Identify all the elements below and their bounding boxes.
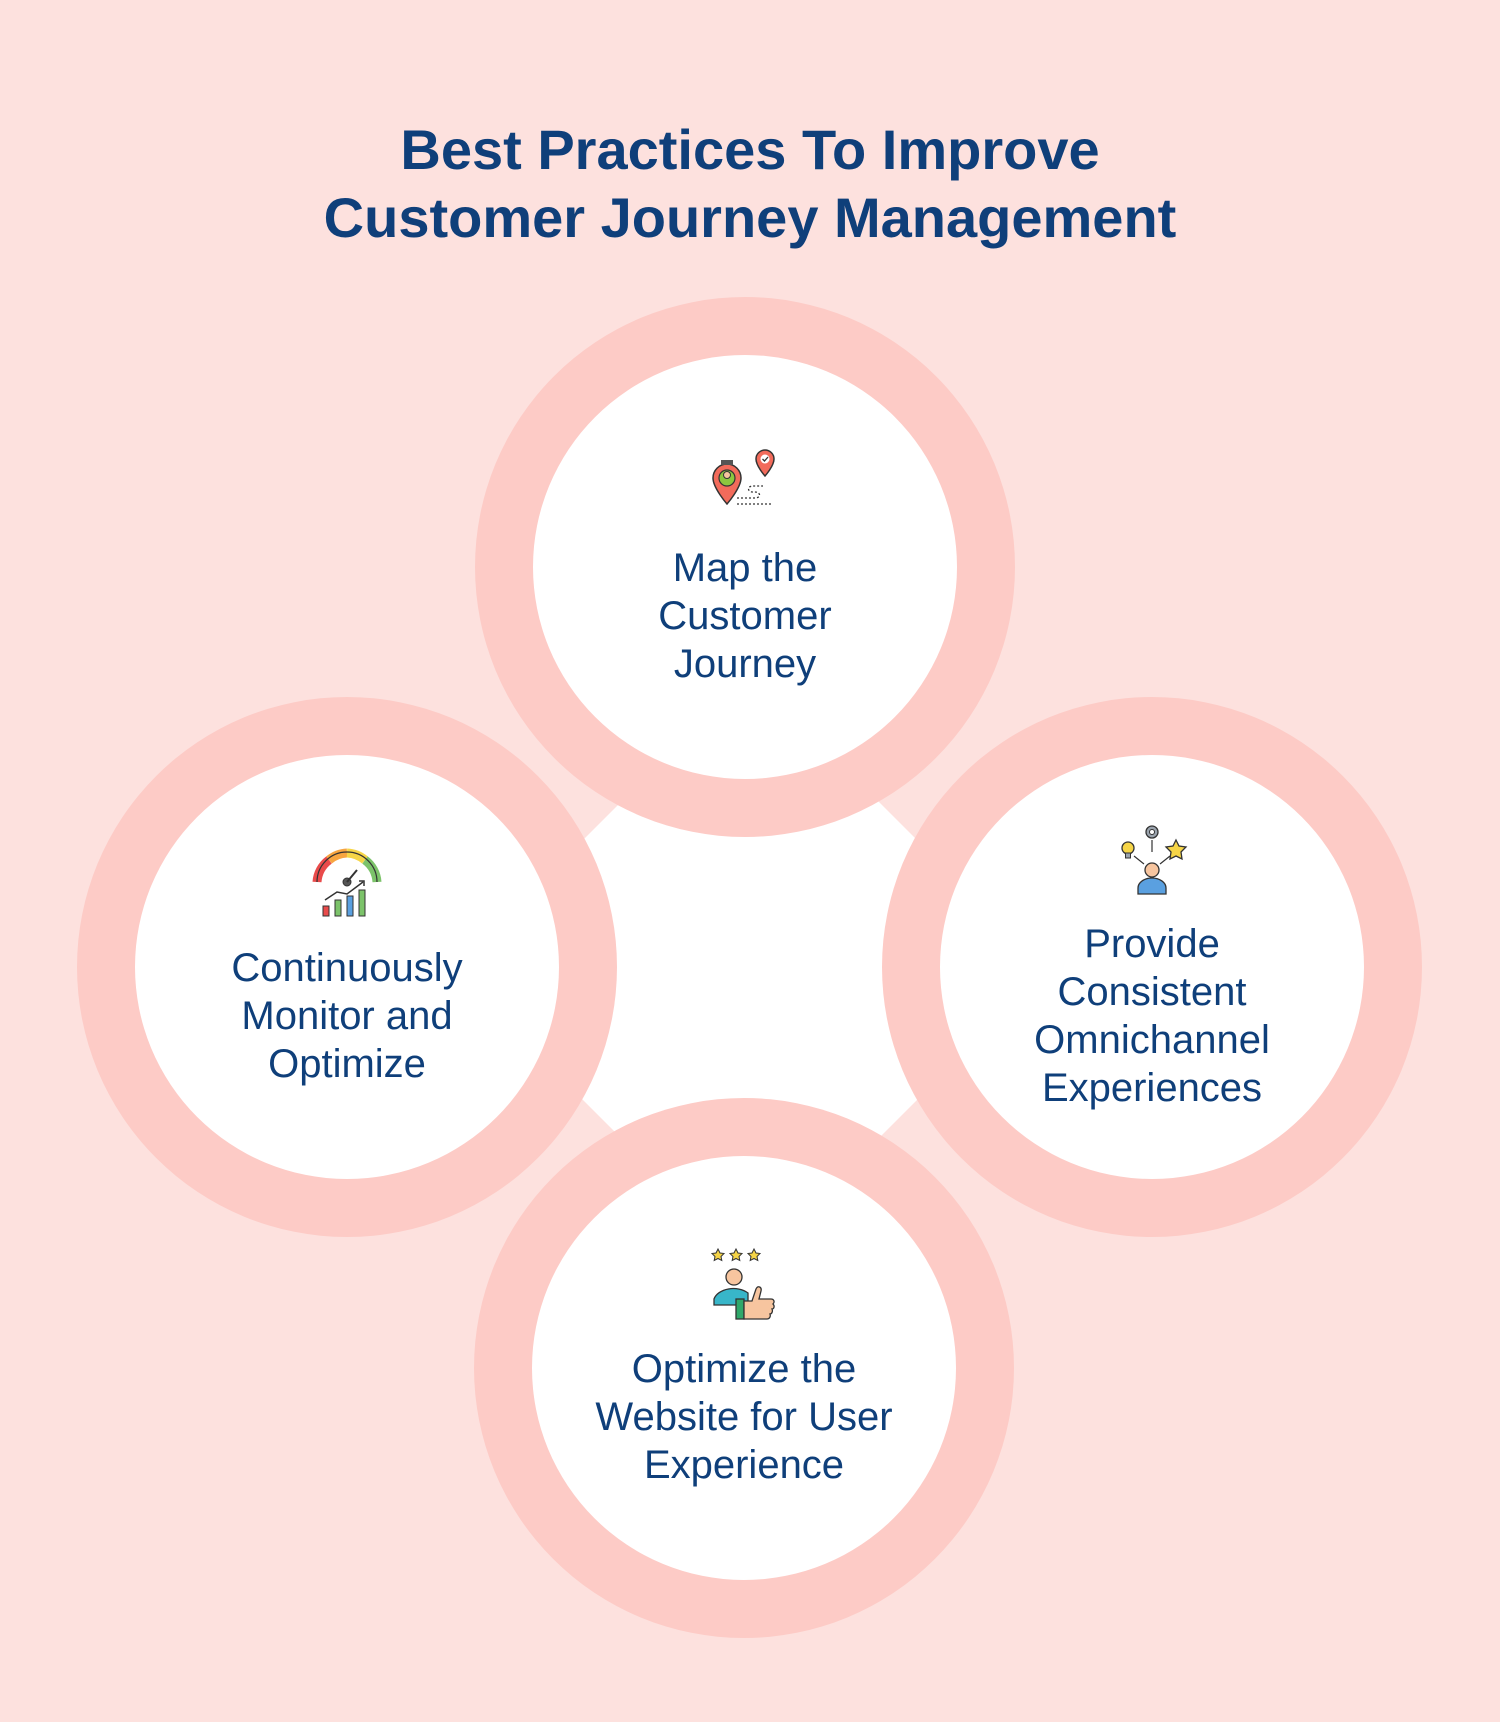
step-monitor-optimize: Continuously Monitor and Optimize: [77, 697, 617, 1237]
step-label-line: Optimize: [268, 1042, 426, 1086]
step-website-user-experience: Optimize the Website for User Experience: [474, 1098, 1014, 1638]
step-omnichannel-experiences: Provide Consistent Omnichannel Experienc…: [882, 697, 1422, 1237]
step-label: Optimize the Website for User Experience: [564, 1345, 924, 1489]
title-line-2: Customer Journey Management: [323, 185, 1177, 249]
map-pin-journey-icon: [707, 446, 783, 522]
step-label: Provide Consistent Omnichannel Experienc…: [972, 920, 1332, 1112]
step-label-line: Website for User: [595, 1395, 893, 1439]
step-circle: Optimize the Website for User Experience: [532, 1156, 956, 1580]
step-label-line: Consistent: [1057, 970, 1247, 1014]
step-label-line: Journey: [673, 642, 817, 686]
title-line-1: Best Practices To Improve: [400, 117, 1100, 181]
step-label: Map the Customer Journey: [565, 544, 925, 688]
step-label: Continuously Monitor and Optimize: [167, 944, 527, 1088]
step-circle: Map the Customer Journey: [533, 355, 957, 779]
step-circle: Provide Consistent Omnichannel Experienc…: [940, 755, 1364, 1179]
step-label-line: Customer: [658, 594, 832, 638]
step-label-line: Monitor and: [241, 994, 453, 1038]
step-map-customer-journey: Map the Customer Journey: [475, 297, 1015, 837]
step-label-line: Experience: [643, 1443, 845, 1487]
step-circle: Continuously Monitor and Optimize: [135, 755, 559, 1179]
step-label-line: Optimize the: [631, 1347, 857, 1391]
step-label-line: Continuously: [231, 946, 463, 990]
step-label-line: Experiences: [1041, 1066, 1263, 1110]
step-label-line: Omnichannel: [1034, 1018, 1270, 1062]
page-title: Best Practices To Improve Customer Journ…: [0, 116, 1500, 252]
step-label-line: Map the: [672, 546, 818, 590]
thumbs-up-rating-icon: [706, 1247, 782, 1323]
gauge-chart-icon: [309, 846, 385, 922]
step-label-line: Provide: [1084, 922, 1220, 966]
person-ideas-icon: [1114, 822, 1190, 898]
